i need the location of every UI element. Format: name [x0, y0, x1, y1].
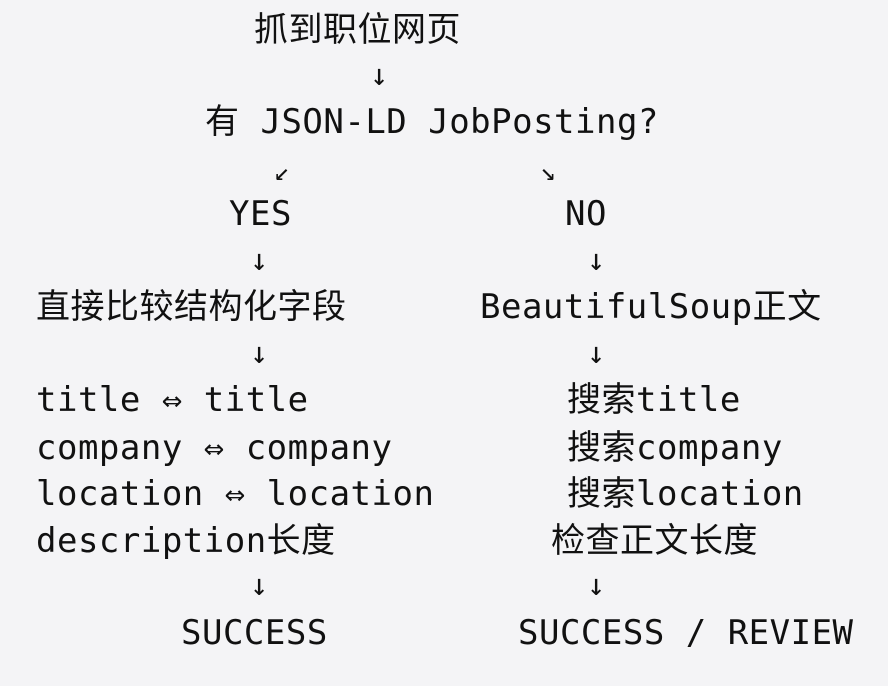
right-branch-arrow: ↘ [540, 157, 556, 187]
no-field-location: 搜索location [567, 474, 804, 514]
start-node: 抓到职位网页 [254, 10, 461, 50]
no-label: NO [565, 194, 607, 234]
yes-down-arrow-2: ↓ [250, 336, 269, 371]
yes-field-description: description长度 [36, 521, 336, 561]
yes-result: SUCCESS [181, 613, 328, 653]
no-down-arrow: ↓ [587, 243, 606, 278]
yes-step-node: 直接比较结构化字段 [36, 287, 347, 327]
yes-down-arrow: ↓ [250, 243, 269, 278]
question-node: 有 JSON-LD JobPosting? [205, 102, 659, 142]
no-field-company: 搜索company [567, 428, 783, 468]
no-down-arrow-3: ↓ [587, 568, 606, 603]
no-field-body-length: 检查正文长度 [551, 521, 758, 561]
left-branch-arrow: ↙ [274, 157, 290, 187]
no-field-title: 搜索title [567, 380, 741, 420]
down-arrow-1: ↓ [370, 58, 389, 93]
no-step-node: BeautifulSoup正文 [480, 287, 822, 327]
yes-down-arrow-3: ↓ [250, 568, 269, 603]
yes-field-company: company ⇔ company [36, 428, 393, 468]
no-result: SUCCESS / REVIEW [518, 613, 854, 653]
yes-field-location: location ⇔ location [36, 474, 435, 514]
yes-field-title: title ⇔ title [36, 380, 309, 420]
no-down-arrow-2: ↓ [587, 336, 606, 371]
yes-label: YES [229, 194, 292, 234]
